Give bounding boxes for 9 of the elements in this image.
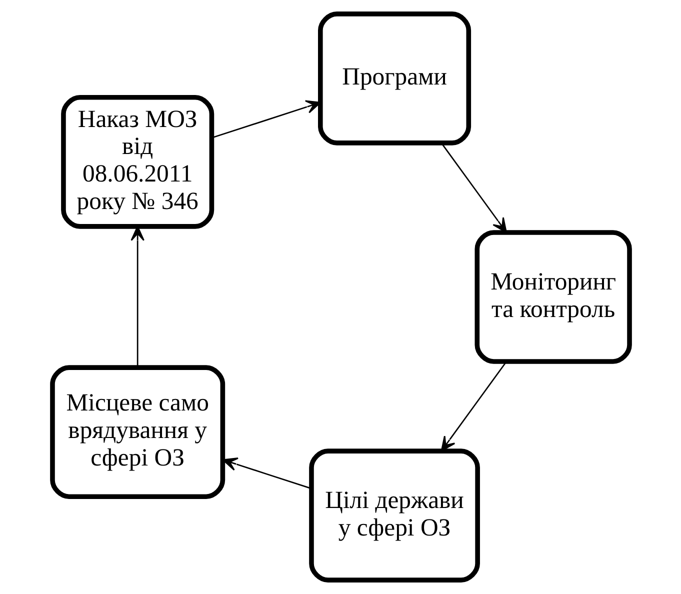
arrow <box>440 362 506 452</box>
node-box: Наказ МОЗ від 08.06.2011 року № 346 <box>60 95 214 229</box>
node-box: Програми <box>318 12 471 146</box>
arrow <box>130 226 144 368</box>
node-box: Моніторинг та контроль <box>474 230 632 364</box>
arrow <box>211 100 321 138</box>
node-box: Цілі держави у сфері ОЗ <box>308 448 480 582</box>
arrow <box>440 143 506 233</box>
node-box: Місцеве самоврядування у сфері ОЗ <box>50 365 225 499</box>
